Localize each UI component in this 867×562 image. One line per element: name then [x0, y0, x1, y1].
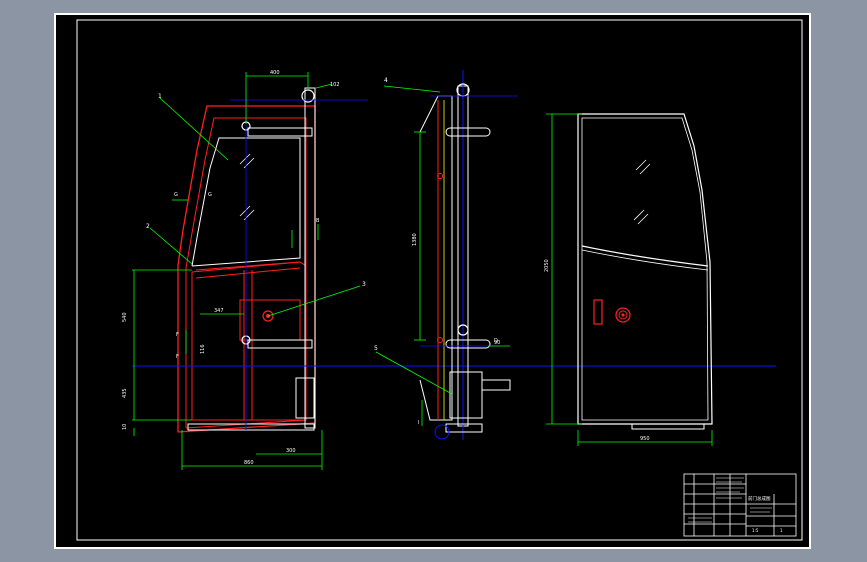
side-base [445, 423, 483, 433]
side-red-marker-2 [437, 337, 443, 343]
door-lock-core [621, 313, 625, 317]
dim-front-height-lower: 435 [122, 388, 128, 398]
section-mark-g1: G [174, 192, 178, 198]
side-view [375, 70, 518, 440]
front-view [132, 72, 776, 470]
side-upper-tube [445, 127, 491, 137]
section-mark-b: B [316, 218, 320, 224]
dim-top-right: 102 [330, 82, 340, 88]
title-drawing-name: 前门总成图 [748, 495, 771, 502]
side-red-marker-1 [437, 173, 443, 179]
right-glass-hatch [633, 159, 651, 225]
door-bottom-strip [631, 423, 705, 430]
title-block [683, 473, 797, 537]
lower-frame-bar-2 [195, 267, 301, 279]
side-bottom-block [449, 371, 483, 419]
section-mark-f1: F [176, 332, 179, 338]
dim-front-mid: 347 [214, 308, 224, 314]
title-scale: 1:5 [752, 528, 759, 533]
side-lower-tube [445, 339, 491, 349]
front-leaders [149, 83, 361, 317]
section-mark-d: D [494, 338, 498, 344]
side-outer [419, 95, 453, 421]
dim-bottom-total: 860 [244, 460, 254, 466]
dim-top-width: 400 [270, 70, 280, 76]
balloon-5: 5 [374, 345, 378, 352]
title-block-scribbles [688, 477, 772, 523]
section-mark-g2: G [208, 192, 212, 198]
title-sheet: 1 [780, 528, 783, 533]
dim-front-mid-b: 116 [200, 344, 206, 354]
balloon-1: 1 [158, 93, 162, 100]
dim-right-width: 950 [640, 436, 650, 442]
glass-divider [581, 245, 709, 267]
inner-border [76, 19, 803, 541]
side-pivot [434, 424, 450, 440]
right-dimensions [546, 113, 713, 446]
dim-side-mid: 90 [494, 340, 500, 346]
glass-divider-2 [581, 249, 709, 271]
side-mid-hinge [457, 324, 469, 336]
side-bottom-arm [481, 379, 511, 391]
top-hinge-node [301, 89, 315, 103]
dim-front-small-a: 10 [122, 424, 128, 430]
side-dimensions [375, 85, 510, 426]
balloon-4: 4 [384, 77, 388, 84]
door-lock-mid [618, 310, 628, 320]
door-handle [593, 299, 603, 325]
front-dimensions [132, 72, 323, 470]
hinge-post [304, 87, 316, 429]
door-outline-inner [581, 117, 709, 421]
balloon-3: 3 [362, 281, 366, 288]
dim-front-height-upper: 540 [122, 312, 128, 322]
dim-bottom-right: 300 [286, 448, 296, 454]
upper-hinge-tube [247, 127, 313, 137]
door-outline [577, 113, 713, 425]
door-lock-outer [615, 307, 631, 323]
glass-outline [191, 137, 301, 267]
section-mark-f2: F [176, 354, 179, 360]
lower-frame-bar [195, 261, 301, 271]
right-view [546, 113, 713, 446]
section-mark-i: I [418, 420, 419, 426]
balloon-2: 2 [146, 223, 150, 230]
dim-right-height: 2050 [544, 259, 550, 272]
dim-side-height: 1380 [412, 233, 418, 246]
bottom-bracket [295, 377, 315, 419]
drawing-sheet [54, 13, 811, 549]
lock-ring [262, 310, 274, 322]
bottom-sill [187, 423, 315, 431]
